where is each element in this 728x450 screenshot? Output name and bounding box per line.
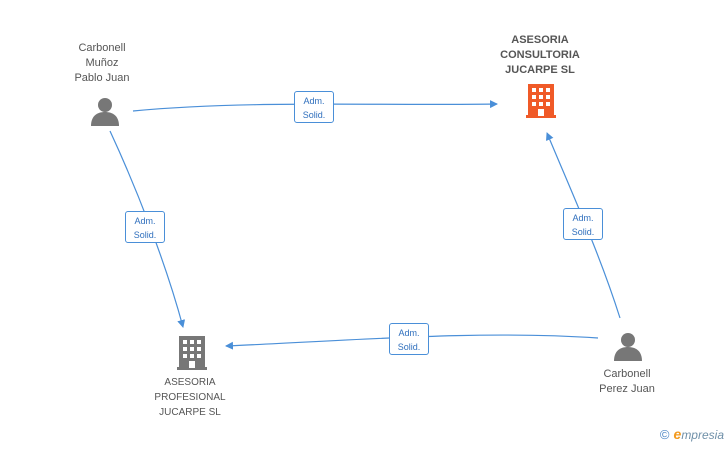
edge-label-adm-solid[interactable]: Adm. Solid. <box>125 211 165 243</box>
edge-label-line: Solid. <box>302 110 326 120</box>
company-name-consultoria[interactable]: ASESORIA CONSULTORIA JUCARPE SL <box>490 33 590 78</box>
edge-label-line: Solid. <box>571 227 595 237</box>
name-line: JUCARPE SL <box>159 407 221 418</box>
name-line: ASESORIA <box>511 34 569 46</box>
edge-label-line: Adm. <box>303 96 325 106</box>
brand-logo: ©empresia <box>660 426 724 442</box>
name-line: ASESORIA <box>164 377 216 388</box>
edge-label-line: Adm. <box>572 213 594 223</box>
brand-text: mpresia <box>681 428 724 442</box>
person-icon <box>614 333 642 361</box>
building-icon <box>526 84 556 118</box>
person-name-carbonell-munoz[interactable]: Carbonell Muñoz Pablo Juan <box>62 41 142 86</box>
name-line: Perez Juan <box>599 383 655 395</box>
edge-label-line: Solid. <box>133 230 157 240</box>
person-icon <box>91 98 119 126</box>
copyright-symbol: © <box>659 427 670 442</box>
name-line: CONSULTORIA <box>500 49 580 61</box>
edge-label-adm-solid[interactable]: Adm. Solid. <box>389 323 429 355</box>
name-line: Pablo Juan <box>74 72 130 84</box>
person-name-carbonell-perez[interactable]: Carbonell Perez Juan <box>582 367 672 397</box>
name-line: PROFESIONAL <box>154 392 226 403</box>
edge-label-adm-solid[interactable]: Adm. Solid. <box>563 208 603 240</box>
name-line: JUCARPE SL <box>505 64 575 76</box>
name-line: Muñoz <box>85 57 119 69</box>
name-line: Carbonell <box>603 368 651 380</box>
edge-label-line: Solid. <box>397 342 421 352</box>
edge-label-line: Adm. <box>398 328 420 338</box>
name-line: Carbonell <box>78 42 126 54</box>
company-name-profesional[interactable]: ASESORIA PROFESIONAL JUCARPE SL <box>140 375 240 420</box>
edge-label-line: Adm. <box>134 216 156 226</box>
edge-label-adm-solid[interactable]: Adm. Solid. <box>294 91 334 123</box>
building-icon <box>177 336 207 370</box>
brand-e: e <box>673 426 682 442</box>
